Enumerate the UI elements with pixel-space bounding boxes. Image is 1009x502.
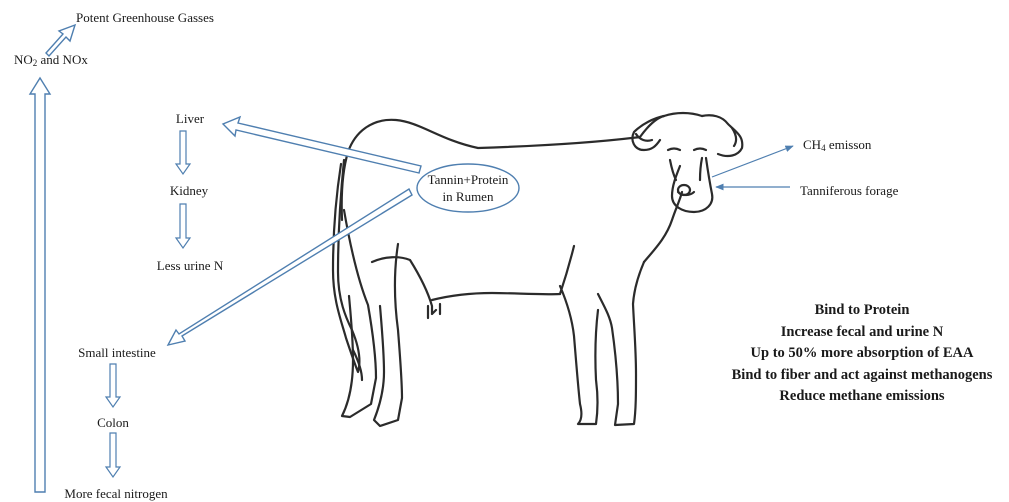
effect-item: Bind to fiber and act against methanogen… <box>732 365 993 387</box>
effect-item: Reduce methane emissions <box>732 386 993 408</box>
tanniferous-forage-label: Tanniferous forage <box>800 183 898 199</box>
no2-nox-label: NO2 and NOx <box>14 52 88 71</box>
ch4-prefix: CH <box>803 137 821 152</box>
effect-item: Up to 50% more absorption of EAA <box>732 343 993 365</box>
tall-up-arrow <box>30 78 50 492</box>
effect-item: Bind to Protein <box>732 300 993 322</box>
greenhouse-gasses-label: Potent Greenhouse Gasses <box>76 10 214 26</box>
no-suffix: and NOx <box>37 52 88 67</box>
colon-label: Colon <box>97 415 129 431</box>
small-intestine-label: Small intestine <box>78 345 156 361</box>
more-fecal-label: More fecal nitrogen <box>64 486 167 502</box>
effect-item: Increase fecal and urine N <box>732 322 993 344</box>
liver-label: Liver <box>176 111 204 127</box>
rumen-to-liver-arrow <box>223 117 421 173</box>
effects-list: Bind to Protein Increase fecal and urine… <box>732 300 993 408</box>
rumen-label: Tannin+Protein in Rumen <box>428 171 509 205</box>
rumen-line-1: Tannin+Protein <box>428 171 509 188</box>
rumen-line-2: in Rumen <box>428 188 509 205</box>
forage-arrows <box>712 146 793 187</box>
no-prefix: NO <box>14 52 33 67</box>
ch4-suffix: emisson <box>826 137 872 152</box>
less-urine-label: Less urine N <box>157 258 223 274</box>
ch4-label: CH4 emisson <box>803 137 871 156</box>
kidney-label: Kidney <box>170 183 208 199</box>
